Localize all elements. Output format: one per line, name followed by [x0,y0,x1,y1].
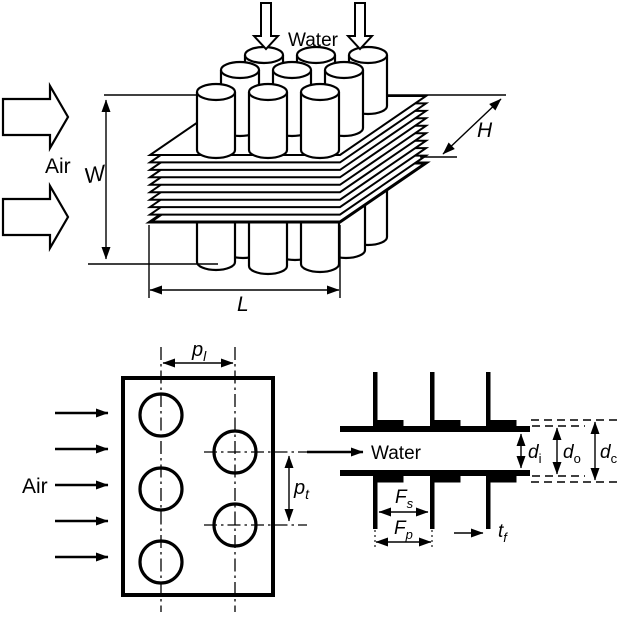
dim-pt-label: pt [293,477,310,502]
fin [373,372,378,426]
dimension-do: do [552,427,581,475]
air-label-front: Air [22,475,48,498]
water-label-top: Water [288,30,339,51]
dimension-pl: pl [162,339,234,368]
water-flow-block-arrow [345,2,375,51]
fin [486,372,491,426]
tube-cylinder-bottom [299,212,341,274]
tube-cylinder-top [195,92,237,160]
tube-cylinder-top [299,92,341,160]
tube-cylinder-cap [219,60,261,80]
tube-cylinder-cap [347,45,389,65]
dim-tf-label: tf [498,521,508,545]
air-arrows [55,408,109,562]
tube-bank-front-view: Air pl pt [22,339,310,612]
fin [430,476,435,529]
dimension-dc: dc [590,421,618,481]
dim-l-label: L [237,293,249,316]
dimension-fs: Fs [378,487,429,517]
water-label-side: Water [371,443,422,464]
tube-wall-top [340,426,530,432]
tube-cylinder-cap [195,82,237,102]
fin-collar [377,476,404,483]
dimension-h: H [420,98,502,158]
dim-dc-label: dc [600,442,618,466]
fin-collar [434,476,461,483]
dimension-l: L [148,225,341,316]
fin [373,476,378,529]
tube-cylinder-cap [271,60,313,80]
fin-collar [377,420,404,427]
dim-do-label: do [563,442,581,466]
bank-outline [121,376,275,597]
fin [486,476,491,529]
tube-cylinder-cap [247,82,289,102]
tube-cylinder-cap [299,82,341,102]
dim-fs-label: Fs [395,487,414,511]
dim-h-label: H [477,119,493,142]
dim-fp-label: Fp [394,518,413,542]
air-flow-block-arrow [1,81,70,153]
fin [430,372,435,426]
dimension-fp: Fp [374,518,433,548]
water-flow-block-arrow [251,2,281,51]
tube-cylinder-top [247,92,289,160]
fin-collar [434,420,461,427]
tube-wall-bottom [340,470,530,476]
tube-cylinder-cap [295,45,337,65]
tube-cylinder-cap [243,45,285,65]
dim-w-label: W [82,160,109,189]
fin-collar [490,420,517,427]
top-tube-stubs [195,45,389,160]
isometric-view: Air Water W H L [1,2,506,316]
dim-di-label: di [528,442,542,466]
dimension-di: di [516,433,542,469]
finned-tube-side-view: Water di do dc Fs Fp [307,372,618,548]
dimension-pt: pt [284,455,310,522]
air-flow-block-arrow [1,181,70,253]
dim-pl-label: pl [191,339,207,364]
dim-h-line [442,98,502,155]
dimension-tf: tf [454,521,508,545]
air-label-top: Air [45,155,71,178]
tube-cylinder-cap [323,60,365,80]
tube-cylinder-bottom [247,212,289,276]
fin-collar [490,476,517,483]
